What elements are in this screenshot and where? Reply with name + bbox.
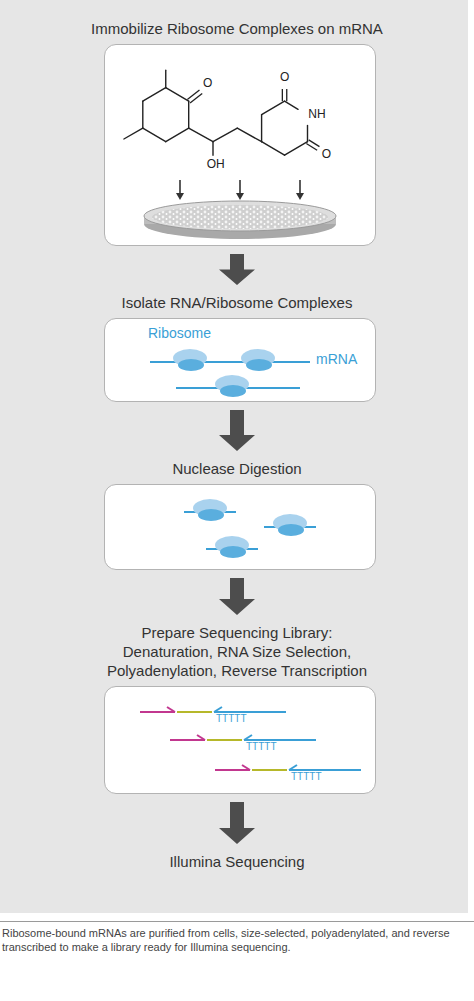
double-bond [309, 140, 320, 147]
double-bond [190, 93, 202, 102]
chemical-bond [143, 88, 166, 102]
primer-head [197, 735, 205, 740]
content-panel: O O NH OH O [104, 44, 376, 246]
block-arrow [219, 578, 255, 615]
cell-layer [152, 205, 328, 229]
ribosome-small-subunit [198, 509, 224, 521]
process-step: Immobilize Ribosome Complexes on mRNA O O N… [40, 19, 434, 246]
diagram-label: mRNA [316, 352, 357, 367]
step-illustration [104, 484, 376, 570]
ribosome-small-subunit [220, 546, 246, 558]
treatment-arrow [299, 180, 301, 194]
flow-arrow [219, 802, 255, 844]
rt-primer [214, 711, 286, 713]
chemical-bond [189, 128, 213, 142]
chemical-bond [285, 142, 308, 156]
rt-primer-head [289, 765, 297, 770]
chemical-bond [237, 128, 261, 142]
chemical-bond [124, 128, 143, 139]
step-illustration [104, 686, 376, 794]
block-arrow [219, 254, 255, 285]
rna-insert [207, 739, 242, 741]
ribosome-small-subunit [178, 359, 204, 371]
adapter-primer [215, 769, 250, 771]
process-step: Prepare Sequencing Library: Denaturation… [40, 623, 434, 794]
primer-head [242, 765, 250, 770]
rna-insert [252, 769, 287, 771]
process-step: Isolate RNA/Ribosome ComplexesRibosome mR… [40, 293, 434, 402]
adapter-primer [170, 739, 205, 741]
process-step-text: Illumina Sequencing [40, 852, 434, 871]
diagram-label: TTTTT [246, 741, 277, 752]
diagram-label: TTTTT [291, 771, 322, 782]
adapter-primer [140, 711, 175, 713]
chemical-bond [212, 142, 213, 156]
figure-caption: Ribosome-bound mRNAs are purified from c… [2, 926, 468, 954]
chemical-bond [143, 128, 166, 142]
chemical-bond [307, 126, 308, 142]
chemical-bond [166, 128, 189, 142]
chemical-bond [188, 101, 189, 128]
step-illustration [104, 44, 376, 246]
chemical-bond [142, 101, 143, 128]
ribosome-small-subunit [246, 359, 272, 371]
step-heading: Prepare Sequencing Library: Denaturation… [95, 623, 380, 680]
step-heading: Nuclease Digestion [40, 459, 434, 478]
block-arrow [219, 802, 255, 844]
flow-arrow [219, 578, 255, 615]
step-heading: Illumina Sequencing [40, 852, 434, 871]
chemical-bond [213, 128, 237, 142]
arrow-head [236, 193, 244, 200]
arrow-head [176, 193, 184, 200]
flow-arrow [219, 254, 255, 285]
diagram-label: TTTTT [216, 713, 247, 724]
chemical-bond [166, 88, 189, 102]
content-panel: Ribosome mRNA [104, 318, 376, 402]
rt-primer [289, 769, 361, 771]
process-step: Nuclease Digestion [40, 459, 434, 570]
chemical-bond [262, 101, 285, 115]
rt-primer-head [214, 707, 222, 712]
rt-primer [244, 739, 316, 741]
step-heading: Isolate RNA/Ribosome Complexes [40, 293, 434, 312]
arrow-head [296, 193, 304, 200]
ribosome-small-subunit [278, 524, 304, 536]
mrna-strand [150, 361, 310, 363]
content-panel: TTTTT TTTTT TTTTT [104, 686, 376, 794]
rna-insert [177, 711, 212, 713]
flow-arrow [219, 410, 255, 451]
diagram-label: Ribosome [148, 326, 211, 341]
chemical-bond [262, 142, 285, 156]
atom-label: O [203, 77, 212, 90]
chemical-bond [285, 101, 299, 109]
atom-label: NH [308, 108, 325, 121]
rt-primer-head [244, 735, 252, 740]
caption-rule [0, 921, 474, 922]
step-heading: Immobilize Ribosome Complexes on mRNA [40, 19, 434, 38]
chemical-bond [261, 115, 262, 142]
treatment-arrow [179, 180, 181, 194]
double-bond [187, 90, 199, 99]
chemical-bond [165, 70, 166, 88]
double-bond [286, 89, 287, 101]
block-arrow [219, 410, 255, 451]
ribosome-small-subunit [220, 385, 246, 397]
atom-label: OH [207, 158, 225, 171]
primer-head [167, 707, 175, 712]
atom-label: O [322, 149, 331, 162]
double-bond [282, 89, 283, 101]
content-panel [104, 484, 376, 570]
treatment-arrow [239, 180, 241, 194]
atom-label: O [280, 72, 289, 85]
dish-rim [144, 201, 336, 231]
